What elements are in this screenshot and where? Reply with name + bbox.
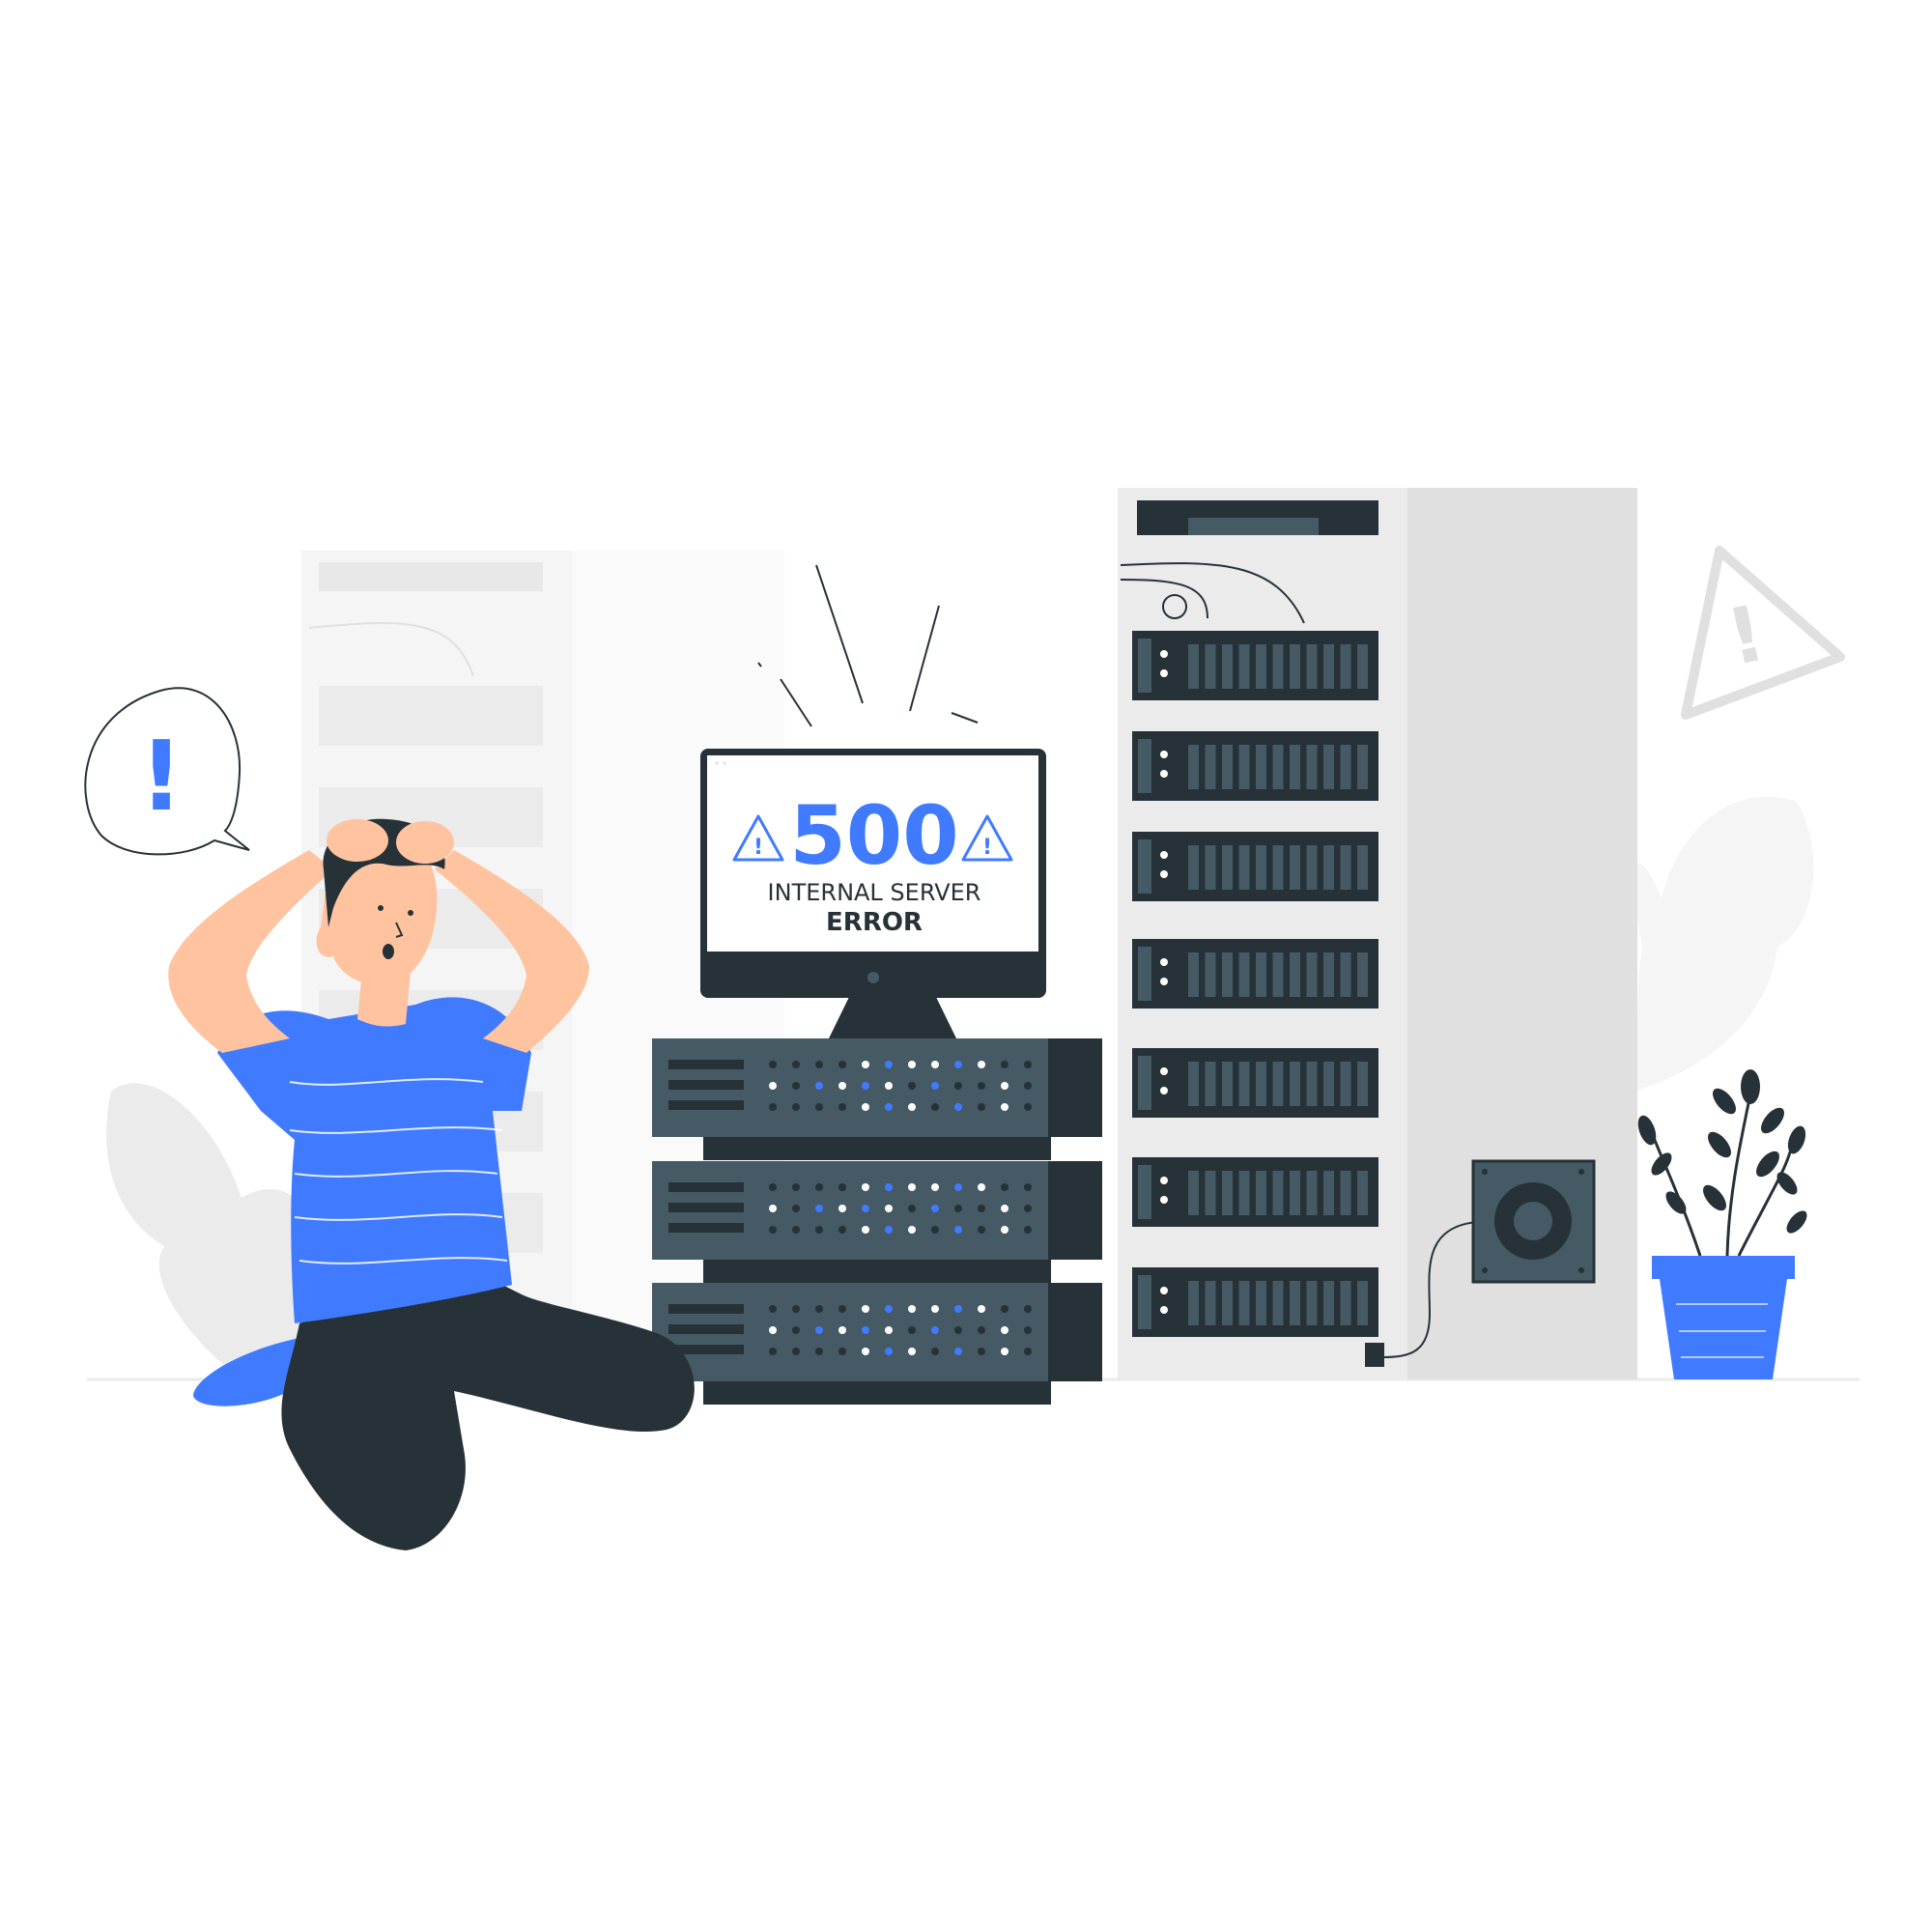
server-unit (652, 1038, 1102, 1160)
warning-triangle-symbol: ! (1719, 588, 1773, 684)
error-line-2: ERROR (826, 908, 923, 937)
monitor: 500 INTERNAL SERVER ERROR ! ! (700, 749, 1046, 1038)
person-left-arm (168, 850, 333, 1053)
stacked-server-units (652, 1038, 1102, 1405)
person-right-arm (435, 850, 589, 1053)
server-rack-tower (1118, 488, 1637, 1379)
rack-unit (1132, 631, 1378, 700)
stressed-person (168, 818, 695, 1550)
svg-text:!: ! (982, 836, 992, 860)
rack-unit (1132, 1048, 1378, 1118)
screen-warning-icon: ! (961, 814, 1013, 862)
plant-icon (1637, 1069, 1807, 1379)
screen-warning-icon: ! (732, 814, 784, 862)
power-socket-icon (1365, 1159, 1596, 1367)
speech-bubble-symbol: ! (139, 720, 184, 833)
rack-unit (1132, 939, 1378, 1009)
rack-unit (1132, 731, 1378, 801)
background-leaf-right (1633, 796, 1814, 1092)
exclamation-speech-bubble-icon: ! (84, 687, 250, 856)
server-unit (652, 1283, 1102, 1405)
rack-unit (1132, 1157, 1378, 1227)
rack-unit (1132, 1267, 1378, 1337)
svg-text:!: ! (753, 836, 763, 860)
warning-triangle-icon: ! (1681, 546, 1845, 720)
server-unit (652, 1161, 1102, 1283)
alarm-burst-lines (757, 564, 979, 727)
error-code: 500 (789, 788, 958, 883)
rack-unit (1132, 832, 1378, 901)
person-pants (281, 1285, 695, 1550)
error-line-1: INTERNAL SERVER (768, 879, 981, 906)
